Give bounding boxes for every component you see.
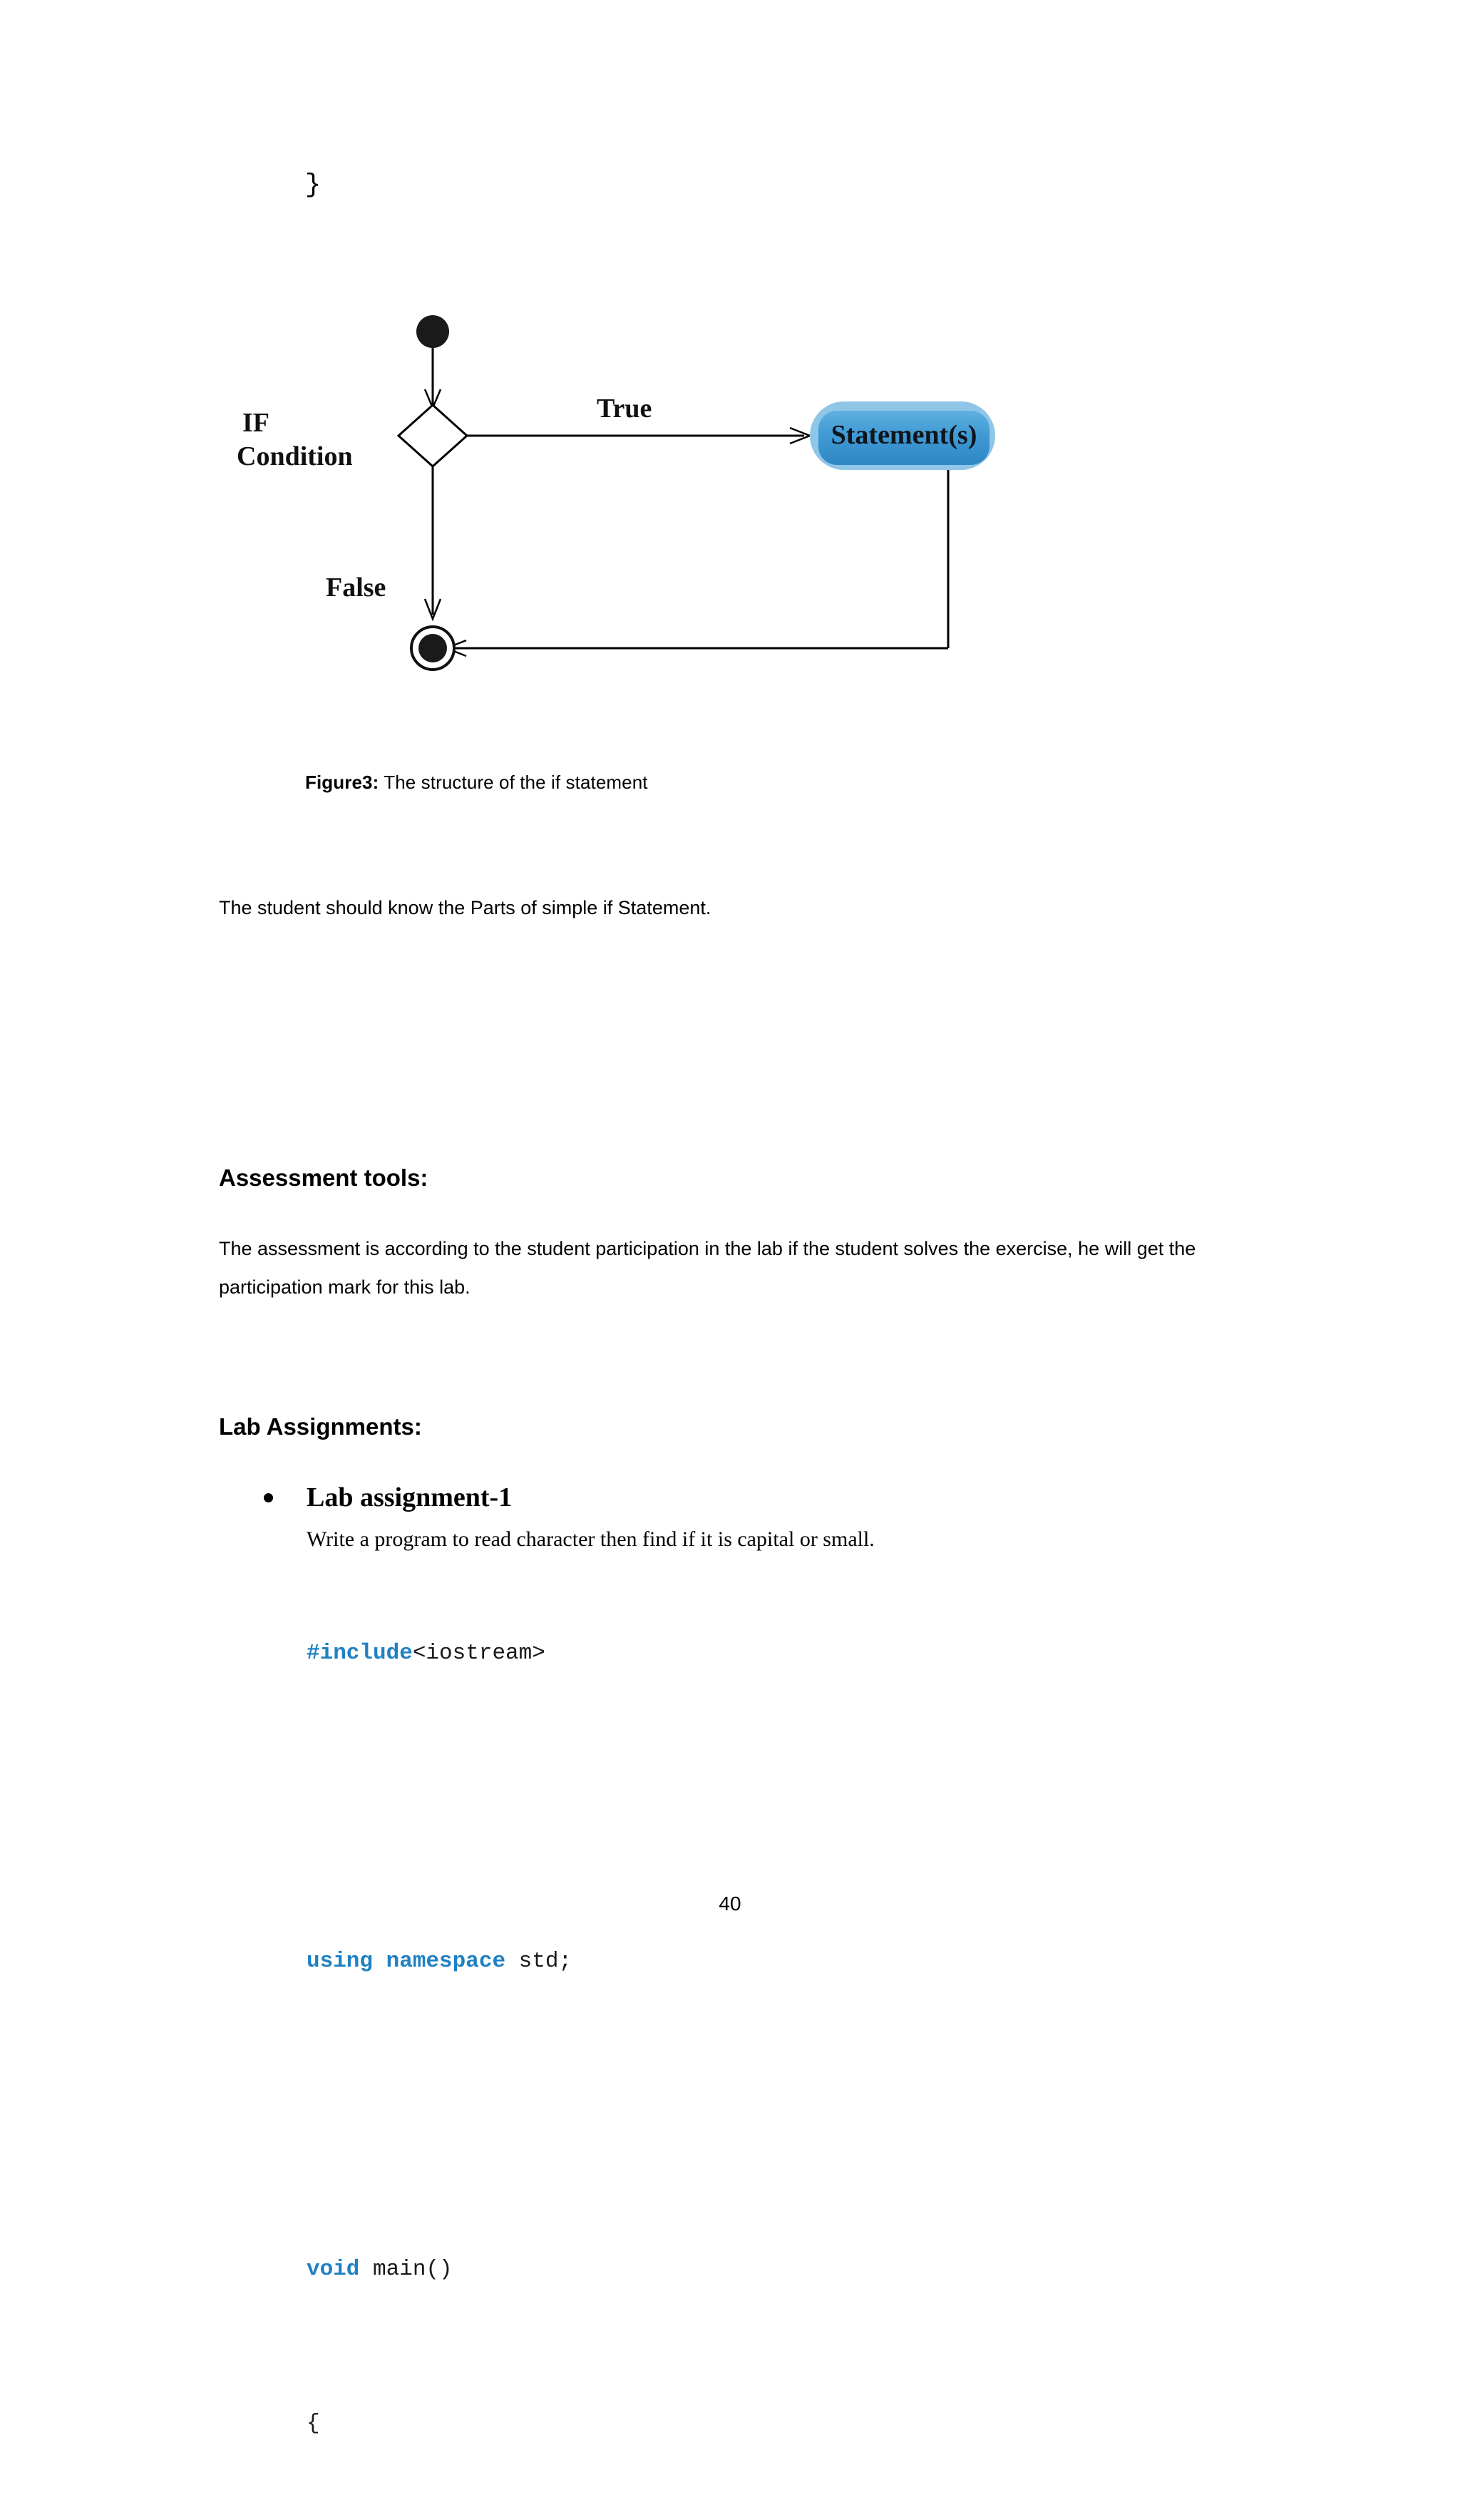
final-node-core [418,634,447,662]
edge-label-false: False [326,573,386,603]
action-node-label: Statement(s) [831,420,977,450]
lab-assignment-description: Write a program to read character then f… [307,1527,875,1551]
code-line-using-namespace: using namespace std; [307,1942,572,1981]
code-text-main: main() [359,2257,453,2282]
lab-assignment-title: Lab assignment-1 [307,1482,513,1512]
assessment-tools-heading: Assessment tools: [219,1164,428,1191]
if-statement-activity-diagram: IF Condition True Statement(s) False [235,285,1091,727]
figure-caption-text: The structure of the if statement [379,772,648,793]
assessment-paragraph: The assessment is according to the stude… [219,1238,1196,1298]
code-keyword-void: void [307,2257,360,2282]
student-note-text: The student should know the Parts of sim… [219,897,711,918]
code-keyword-include: #include [307,1641,413,1666]
code-line-open-brace: { [307,2404,572,2443]
code-line-include: #include<iostream> [307,1634,572,1673]
code-text-open-brace: { [307,2411,320,2436]
code-line-void-main: void main() [307,2250,572,2289]
code-text-std: std; [505,1949,572,1974]
code-line-blank-2 [307,2096,572,2135]
lab-assignments-heading: Lab Assignments: [219,1413,422,1440]
edge-label-true: True [597,394,652,424]
decision-label-condition: Condition [237,441,353,471]
action-node-inner [818,411,989,465]
figure-caption: Figure3: The structure of the if stateme… [305,772,648,794]
cpp-code-block: #include<iostream> using namespace std; … [307,1557,572,2520]
code-line-blank-1 [307,1788,572,1827]
page-number: 40 [719,1892,741,1915]
figure-caption-label: Figure3: [305,772,379,793]
initial-node [416,315,449,348]
code-text-iostream: <iostream> [412,1641,545,1666]
bullet-dot-icon [264,1493,273,1502]
arrowhead-false [423,598,442,622]
document-page: } IF Condition True [219,170,1196,2436]
decision-diamond [396,403,469,468]
code-fragment-closing-brace: } [305,170,322,200]
code-keyword-using-namespace: using namespace [307,1949,506,1974]
decision-label-if: IF [242,408,269,438]
